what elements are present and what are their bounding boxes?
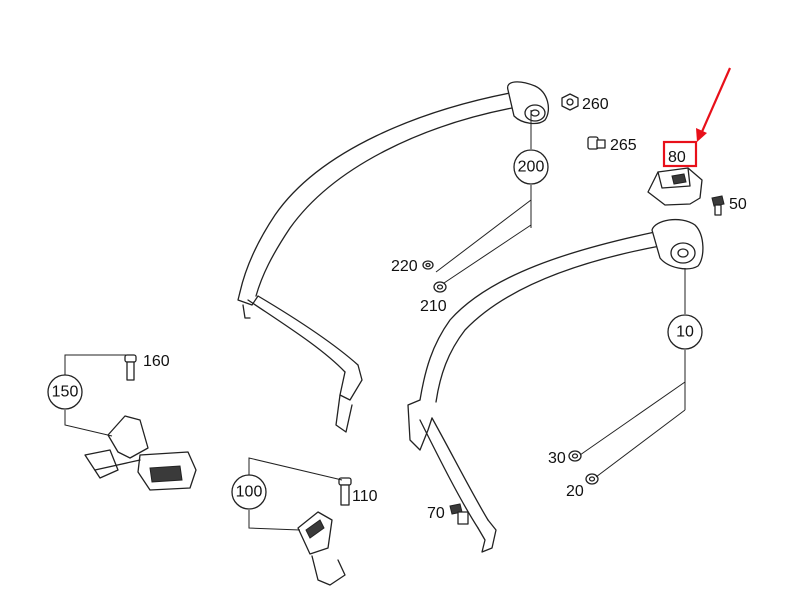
arrowhead (696, 128, 707, 142)
callout-100: 100 (231, 474, 267, 510)
callout-100-label: 100 (236, 484, 263, 501)
label-70: 70 (427, 505, 445, 522)
label-30: 30 (548, 450, 566, 467)
callout-200-label: 200 (518, 159, 545, 176)
label-50: 50 (729, 196, 747, 213)
callout-10: 10 (667, 314, 703, 350)
callout-150-label: 150 (52, 384, 79, 401)
label-110: 110 (352, 488, 378, 505)
label-210: 210 (420, 298, 447, 315)
washer-210 (433, 281, 447, 293)
bolt-50 (711, 195, 725, 216)
washer-220 (422, 260, 434, 270)
label-80: 80 (668, 149, 686, 166)
front-seat-belt-10 (407, 218, 704, 553)
buckle-100 (297, 511, 346, 586)
washer-20 (585, 473, 599, 485)
label-265: 265 (610, 137, 637, 154)
buckle-150 (84, 415, 197, 491)
nut-260 (561, 93, 579, 111)
label-220: 220 (391, 258, 418, 275)
callout-200: 200 (513, 149, 549, 185)
washer-30 (568, 450, 582, 462)
label-160: 160 (143, 353, 170, 370)
bolt-160 (124, 354, 137, 381)
label-20: 20 (566, 483, 584, 500)
bolt-265 (587, 136, 606, 150)
belt-guide-bracket-80 (647, 167, 703, 206)
highlight-box-80 (662, 140, 698, 168)
leader-lines (64, 110, 686, 531)
bolt-110 (338, 477, 352, 506)
rear-seat-belt-200 (237, 81, 549, 433)
highlight-arrow (696, 67, 732, 142)
callout-10-label: 10 (676, 324, 694, 341)
callout-150: 150 (47, 374, 83, 410)
bolt-70 (449, 503, 469, 525)
label-260: 260 (582, 96, 609, 113)
